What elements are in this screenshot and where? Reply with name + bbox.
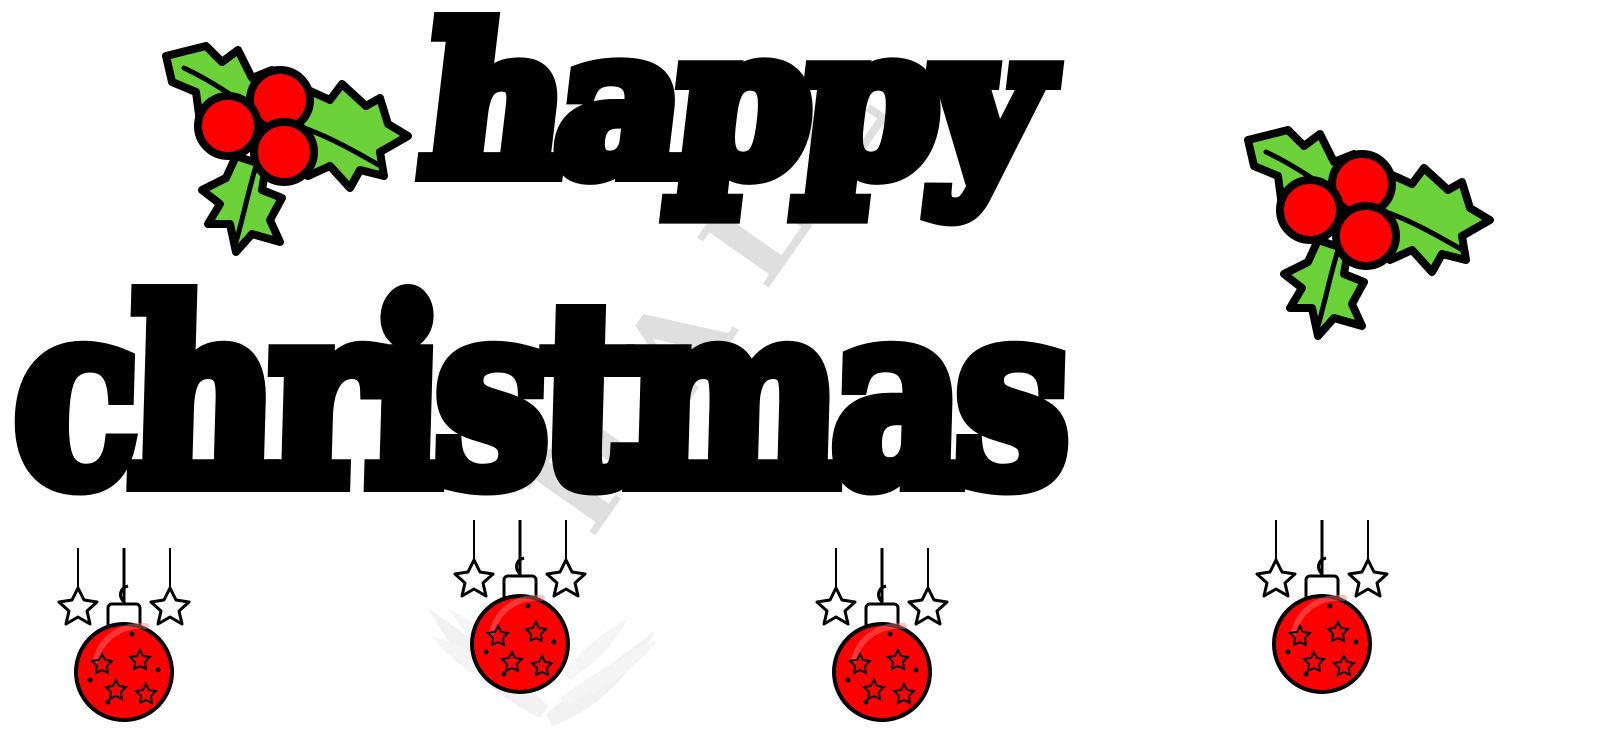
star-icon — [1347, 558, 1389, 598]
ornament-ball-icon — [74, 622, 174, 722]
ornament-dots-icon — [845, 631, 919, 705]
holly-berry-icon — [250, 118, 318, 186]
greeting-line-happy: happy — [403, 0, 1061, 230]
greeting-line-christmas: christmas — [2, 240, 1073, 550]
ornament-cluster-graphic — [453, 520, 587, 694]
ornament-ball-icon — [470, 594, 570, 694]
ornament-cluster — [54, 548, 194, 728]
ornament-dots-icon — [87, 631, 161, 705]
star-icon — [149, 586, 191, 626]
star-icon — [1255, 558, 1297, 598]
holly-icon — [1244, 126, 1494, 340]
star-icon — [545, 558, 587, 598]
ornament-pattern-icon — [485, 619, 555, 677]
holly-leaf-bottom-icon — [1280, 236, 1368, 340]
ornament-pattern-icon — [89, 647, 159, 705]
holly-berry-icon — [1332, 202, 1400, 270]
star-icon — [815, 586, 857, 626]
ornament-ball-icon — [1272, 594, 1372, 694]
ornament-highlight-icon — [93, 622, 149, 663]
ornament-cluster — [812, 548, 952, 728]
holly-leaf-right-icon — [1368, 164, 1494, 276]
ornament-hook-icon — [1317, 556, 1327, 576]
ornament-cluster-graphic — [815, 548, 949, 722]
star-icon — [453, 558, 495, 598]
holly-leaf-right-icon — [286, 80, 412, 192]
ornament-cluster — [1252, 520, 1392, 700]
ornament-pattern-icon — [1287, 619, 1357, 677]
ornament-cluster-graphic — [1255, 520, 1389, 694]
ornament-highlight-icon — [489, 594, 545, 635]
star-icon — [907, 586, 949, 626]
holly-berry-icon — [1276, 176, 1344, 244]
ornament-cluster-graphic — [57, 548, 191, 722]
ornament-hook-icon — [515, 556, 525, 576]
ornament-highlight-icon — [1291, 594, 1347, 635]
holly-berry-icon — [194, 92, 262, 160]
holly-leaf-bottom-icon — [198, 152, 286, 256]
ornament-highlight-icon — [851, 622, 907, 663]
ornament-hook-icon — [119, 584, 129, 604]
ornament-ball-icon — [832, 622, 932, 722]
holly-icon — [162, 42, 412, 256]
ornament-hook-icon — [877, 584, 887, 604]
ornament-dots-icon — [1285, 603, 1359, 677]
star-icon — [57, 586, 99, 626]
ornament-dots-icon — [483, 603, 557, 677]
ornament-cluster — [450, 520, 590, 700]
ornament-pattern-icon — [847, 647, 917, 705]
